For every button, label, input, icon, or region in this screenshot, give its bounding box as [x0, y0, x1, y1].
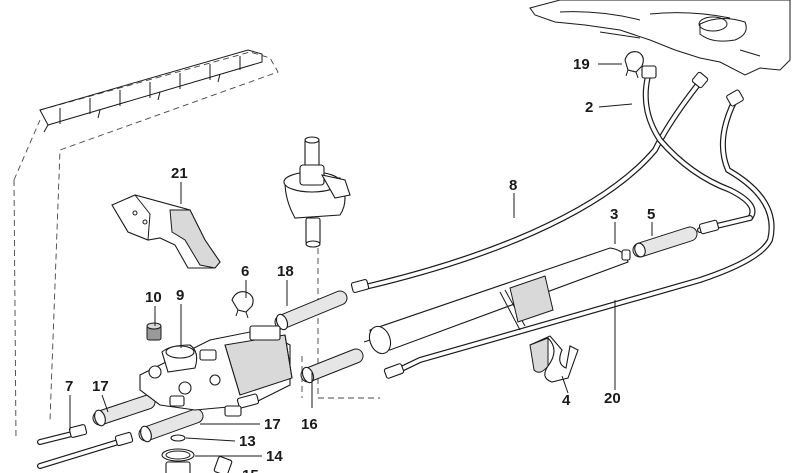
hose-17-right [138, 408, 204, 443]
fuel-line-7 [37, 424, 134, 469]
callout-20: 20 [604, 390, 621, 407]
hose-5 [632, 226, 698, 258]
body-frame-outline [13, 49, 279, 441]
fuel-filter-3 [363, 247, 631, 355]
callout-17-right: 17 [264, 416, 281, 433]
callout-21: 21 [171, 165, 188, 182]
fuel-pump-assembly-9 [139, 325, 293, 417]
fuel-line-2 [641, 65, 756, 235]
hose-18 [274, 290, 348, 331]
callout-19: 19 [573, 56, 590, 73]
callout-6: 6 [241, 263, 249, 280]
seal-14 [161, 448, 195, 462]
hose-16 [300, 348, 364, 384]
callout-15: 15 [242, 467, 259, 473]
fitting-15 [165, 456, 233, 473]
callout-9: 9 [176, 287, 184, 304]
callout-8: 8 [509, 177, 517, 194]
clamp-19 [624, 51, 644, 79]
valve-assembly [283, 136, 351, 248]
hose-17-left [92, 394, 156, 427]
callout-18: 18 [277, 263, 294, 280]
callout-5: 5 [647, 206, 655, 223]
callout-10: 10 [145, 289, 162, 306]
callout-13: 13 [239, 433, 256, 450]
callout-7: 7 [65, 378, 73, 395]
engine-manifold-outline [529, 0, 791, 76]
bushing-10 [146, 322, 162, 341]
bracket-21 [111, 194, 221, 269]
callout-labels: 19 2 21 8 3 5 6 18 10 9 7 17 17 16 13 14… [65, 56, 655, 473]
callout-17-left: 17 [92, 378, 109, 395]
callout-16: 16 [301, 416, 318, 433]
clamp-6 [231, 291, 254, 319]
o-ring-13 [170, 434, 186, 442]
leader-lines [69, 63, 653, 457]
callout-2: 2 [585, 99, 593, 116]
callout-3: 3 [610, 206, 618, 223]
return-line-20 [383, 89, 775, 379]
clip-4 [529, 335, 579, 383]
fuel-line-8 [350, 71, 709, 294]
callout-4: 4 [562, 392, 571, 409]
callout-14: 14 [266, 448, 283, 465]
